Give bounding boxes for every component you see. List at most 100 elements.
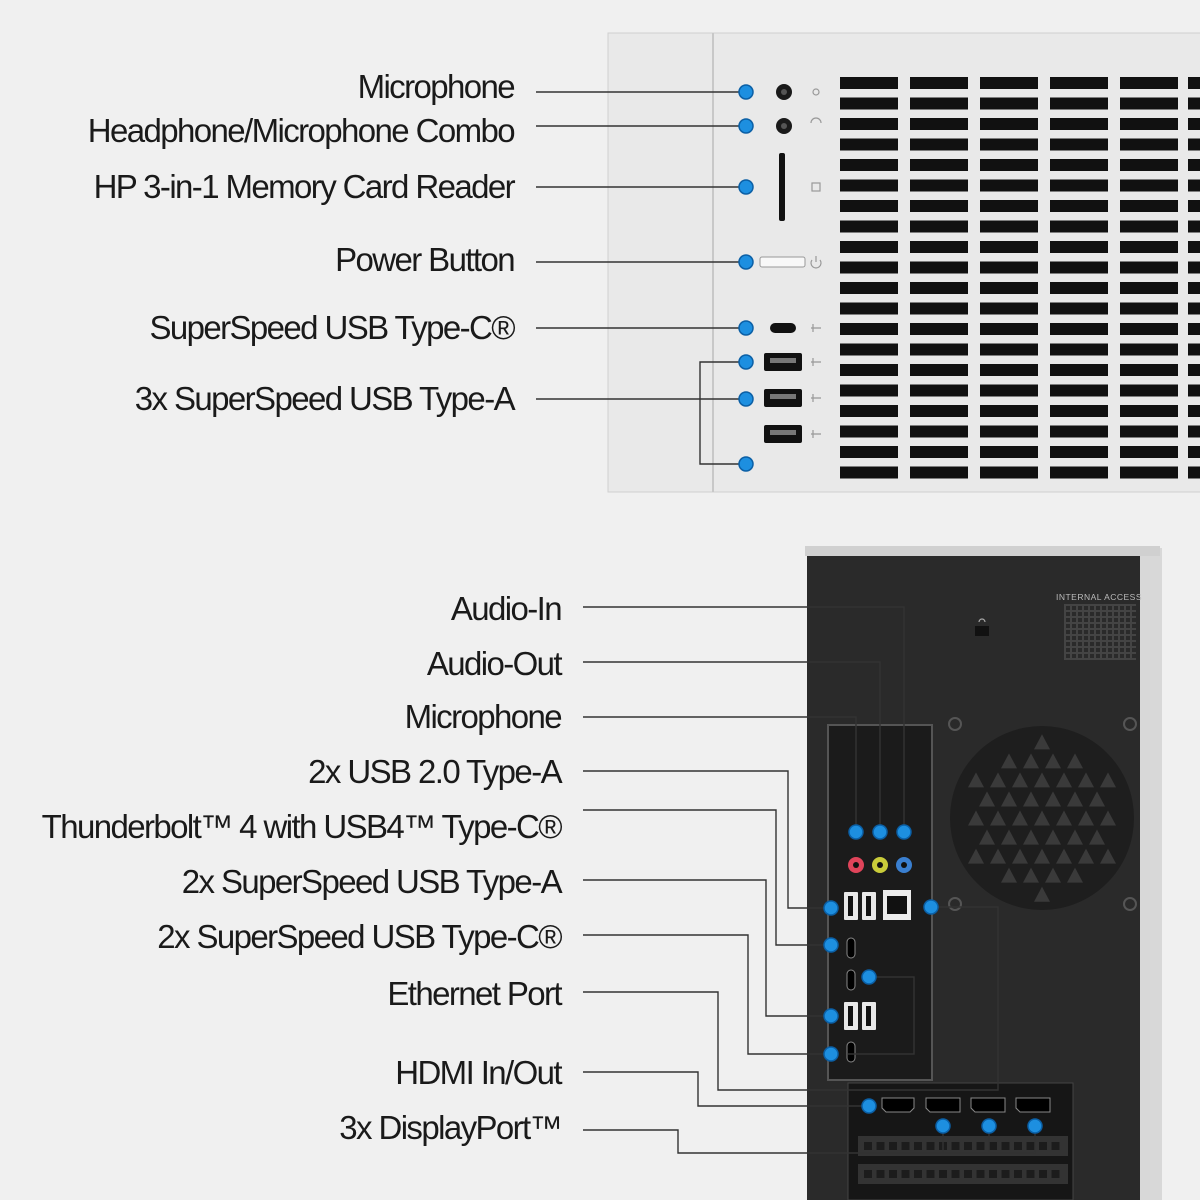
vent-slot <box>1120 466 1178 479</box>
usb-c-ss-icon <box>811 324 821 332</box>
access-grille-hole <box>1096 648 1100 652</box>
access-grille-hole <box>1072 618 1076 622</box>
fan-grille-hole <box>1045 867 1061 883</box>
slot-vent-hole <box>989 1170 997 1178</box>
label-rear-usb-a: 2x SuperSpeed USB Type-A <box>181 863 563 900</box>
vent-slot <box>1188 446 1200 458</box>
power-button <box>759 256 806 268</box>
markers <box>738 84 1043 1134</box>
marker-rear-ethernet <box>923 899 939 915</box>
access-grille-hole <box>1066 648 1070 652</box>
access-grille-hole <box>1090 654 1094 658</box>
vent-slot <box>1120 282 1178 294</box>
internal-access-grille <box>1066 606 1136 658</box>
access-grille-hole <box>1120 612 1124 616</box>
slot-vent-hole <box>976 1170 985 1178</box>
displayport-1 <box>925 1097 961 1113</box>
slot-vent-hole <box>951 1170 960 1178</box>
slot-vent-hole <box>1026 1170 1035 1178</box>
access-grille-hole <box>1078 636 1082 640</box>
vent-slot <box>1120 384 1178 397</box>
access-grille-hole <box>1126 606 1130 610</box>
access-grille-hole <box>1096 624 1100 628</box>
front-combo-jack-hole <box>781 123 787 129</box>
vent-slot <box>980 200 1038 212</box>
vent-slot <box>840 159 898 171</box>
access-grille-hole <box>1090 606 1094 610</box>
fan-grille-hole <box>1012 810 1028 826</box>
vent-slot <box>1050 261 1108 274</box>
front-panel <box>607 32 1200 493</box>
vent-slot <box>1120 261 1178 274</box>
hdmi-port <box>881 1097 915 1113</box>
fan-grille-hole <box>1100 810 1116 826</box>
access-grille-hole <box>1126 624 1130 628</box>
fan-grille-hole <box>1001 791 1017 807</box>
vent-slot <box>1120 446 1178 458</box>
access-grille-hole <box>1090 642 1094 646</box>
vent-slot <box>1120 302 1178 315</box>
access-grille-hole <box>1126 618 1130 622</box>
fan-grille-hole <box>1023 791 1039 807</box>
vent-slot <box>840 425 898 438</box>
access-grille-hole <box>1102 654 1106 658</box>
marker-rear-usb-a <box>823 1008 839 1024</box>
slot-vent-hole <box>926 1170 935 1178</box>
rear-usb-c-port-1 <box>846 969 856 991</box>
fan-grille-hole <box>1100 848 1116 864</box>
marker-front-usb-c <box>738 320 754 336</box>
slot-vent-hole <box>1051 1170 1060 1178</box>
vent-slot <box>980 77 1038 89</box>
fan-grille-hole <box>1045 829 1061 845</box>
vent-slot <box>910 261 968 274</box>
marker-rear-displayport-1 <box>935 1118 951 1134</box>
slot-vent-hole <box>914 1170 922 1178</box>
rear-mic-jack-hole <box>853 862 859 868</box>
marker-front-usb-a-3 <box>738 456 754 472</box>
vent-slot <box>1120 179 1178 192</box>
access-grille-hole <box>1108 630 1112 634</box>
slot-vent-hole <box>951 1142 960 1150</box>
access-grille-hole <box>1132 630 1136 634</box>
access-grille-hole <box>1084 612 1088 616</box>
vent-slot <box>1050 159 1108 171</box>
vent-slot <box>1050 282 1108 294</box>
vent-slot <box>910 77 968 89</box>
marker-front-card-reader <box>738 179 754 195</box>
access-grille-hole <box>1078 654 1082 658</box>
vent-slot <box>1188 159 1200 171</box>
access-grille-hole <box>1132 642 1136 646</box>
access-grille-hole <box>1096 642 1100 646</box>
rear-top-edge <box>805 546 1160 556</box>
vent-slot <box>980 466 1038 479</box>
vent-slot <box>910 384 968 397</box>
vent-slot <box>1050 179 1108 192</box>
access-grille-hole <box>1114 642 1118 646</box>
access-grille-hole <box>1102 624 1106 628</box>
access-grille-hole <box>1132 636 1136 640</box>
marker-front-power-button <box>738 254 754 270</box>
vent-slot <box>1188 138 1200 151</box>
access-grille-hole <box>1108 624 1112 628</box>
label-front-usb-c: SuperSpeed USB Type-C® <box>149 309 515 346</box>
leader-rear-usb-c-main <box>583 934 831 1055</box>
vent-slot <box>840 466 898 479</box>
access-grille-hole <box>1120 630 1124 634</box>
vent-slot <box>840 77 898 89</box>
vent-slot <box>1188 466 1200 479</box>
vent-slot <box>1188 97 1200 110</box>
rear-audio-in-jack-hole <box>901 862 907 868</box>
vent-slot <box>910 241 968 253</box>
vent-slot <box>910 220 968 233</box>
vent-slot <box>840 118 898 130</box>
access-grille-hole <box>1102 642 1106 646</box>
access-grille-hole <box>1132 606 1136 610</box>
rear-audio-out-jack-hole <box>877 862 883 868</box>
access-grille-hole <box>1066 618 1070 622</box>
vent-slot <box>840 384 898 397</box>
vent-slot <box>910 446 968 458</box>
vent-slot <box>840 241 898 253</box>
access-grille-hole <box>1120 642 1124 646</box>
fan-grille-hole <box>990 772 1006 788</box>
access-grille-hole <box>1132 624 1136 628</box>
